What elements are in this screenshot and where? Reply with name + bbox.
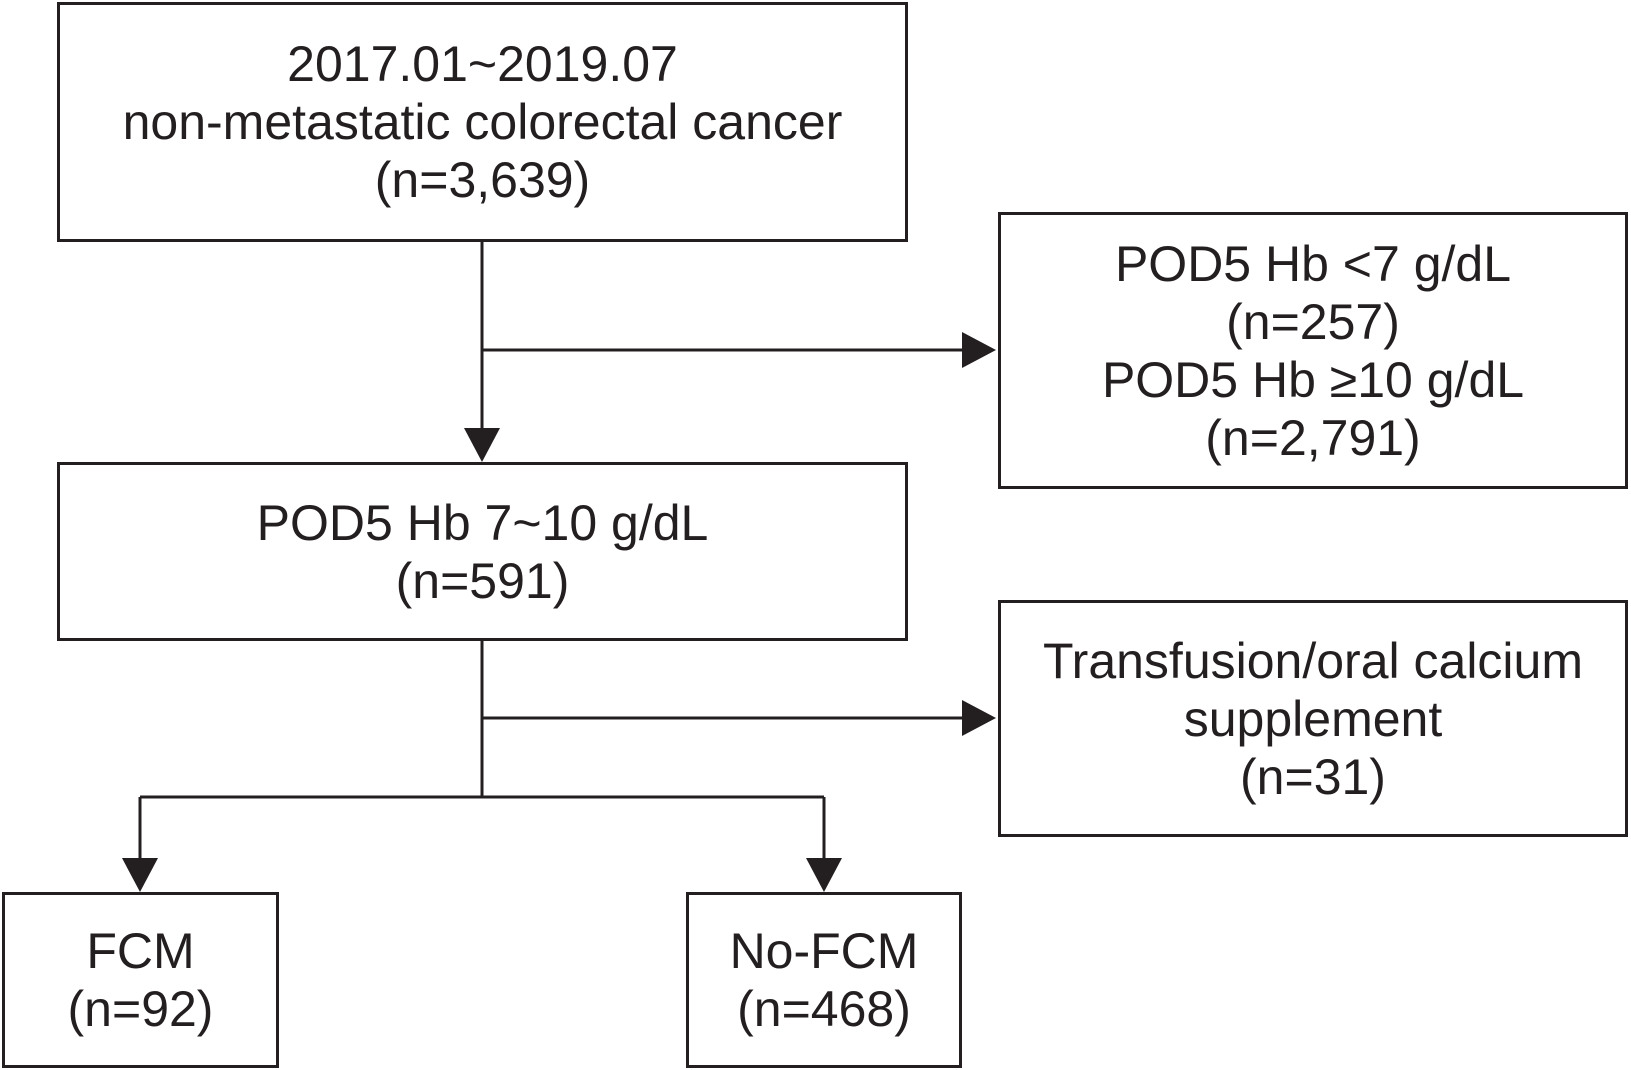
- cohort-box: 2017.01~2019.07 non-metastatic colorecta…: [57, 2, 908, 242]
- arrowhead-to-fcm: [122, 858, 158, 892]
- hb-range-criterion: POD5 Hb 7~10 g/dL: [256, 494, 709, 551]
- fcm-box: FCM (n=92): [2, 892, 279, 1068]
- cohort-count: (n=3,639): [374, 152, 591, 208]
- arrowhead-to-excluded-hb: [962, 332, 996, 368]
- fcm-label: FCM: [86, 923, 195, 979]
- excluded-transfusion-criterion-line2: supplement: [1183, 690, 1443, 747]
- no-fcm-label: No-FCM: [729, 923, 919, 979]
- excluded-transfusion-count: (n=31): [1240, 748, 1386, 805]
- hb-range-count: (n=591): [395, 552, 570, 609]
- cohort-period: 2017.01~2019.07: [287, 36, 678, 92]
- hb-range-box: POD5 Hb 7~10 g/dL (n=591): [57, 462, 908, 641]
- fcm-count: (n=92): [67, 981, 214, 1037]
- no-fcm-box: No-FCM (n=468): [686, 892, 962, 1068]
- cohort-description: non-metastatic colorectal cancer: [122, 94, 843, 150]
- excluded-transfusion-criterion-line1: Transfusion/oral calcium: [1042, 632, 1583, 689]
- arrowhead-to-no-fcm: [806, 858, 842, 892]
- excluded-hb-box: POD5 Hb <7 g/dL (n=257) POD5 Hb ≥10 g/dL…: [998, 212, 1628, 489]
- no-fcm-count: (n=468): [737, 981, 911, 1037]
- arrowhead-to-excluded-transfusion: [962, 700, 996, 736]
- excluded-hb-low-count: (n=257): [1226, 293, 1400, 350]
- excluded-transfusion-box: Transfusion/oral calcium supplement (n=3…: [998, 600, 1628, 837]
- excluded-hb-high-criterion: POD5 Hb ≥10 g/dL: [1101, 351, 1525, 408]
- excluded-hb-low-criterion: POD5 Hb <7 g/dL: [1114, 235, 1512, 292]
- arrowhead-to-hb-range: [464, 428, 500, 462]
- excluded-hb-high-count: (n=2,791): [1205, 409, 1421, 466]
